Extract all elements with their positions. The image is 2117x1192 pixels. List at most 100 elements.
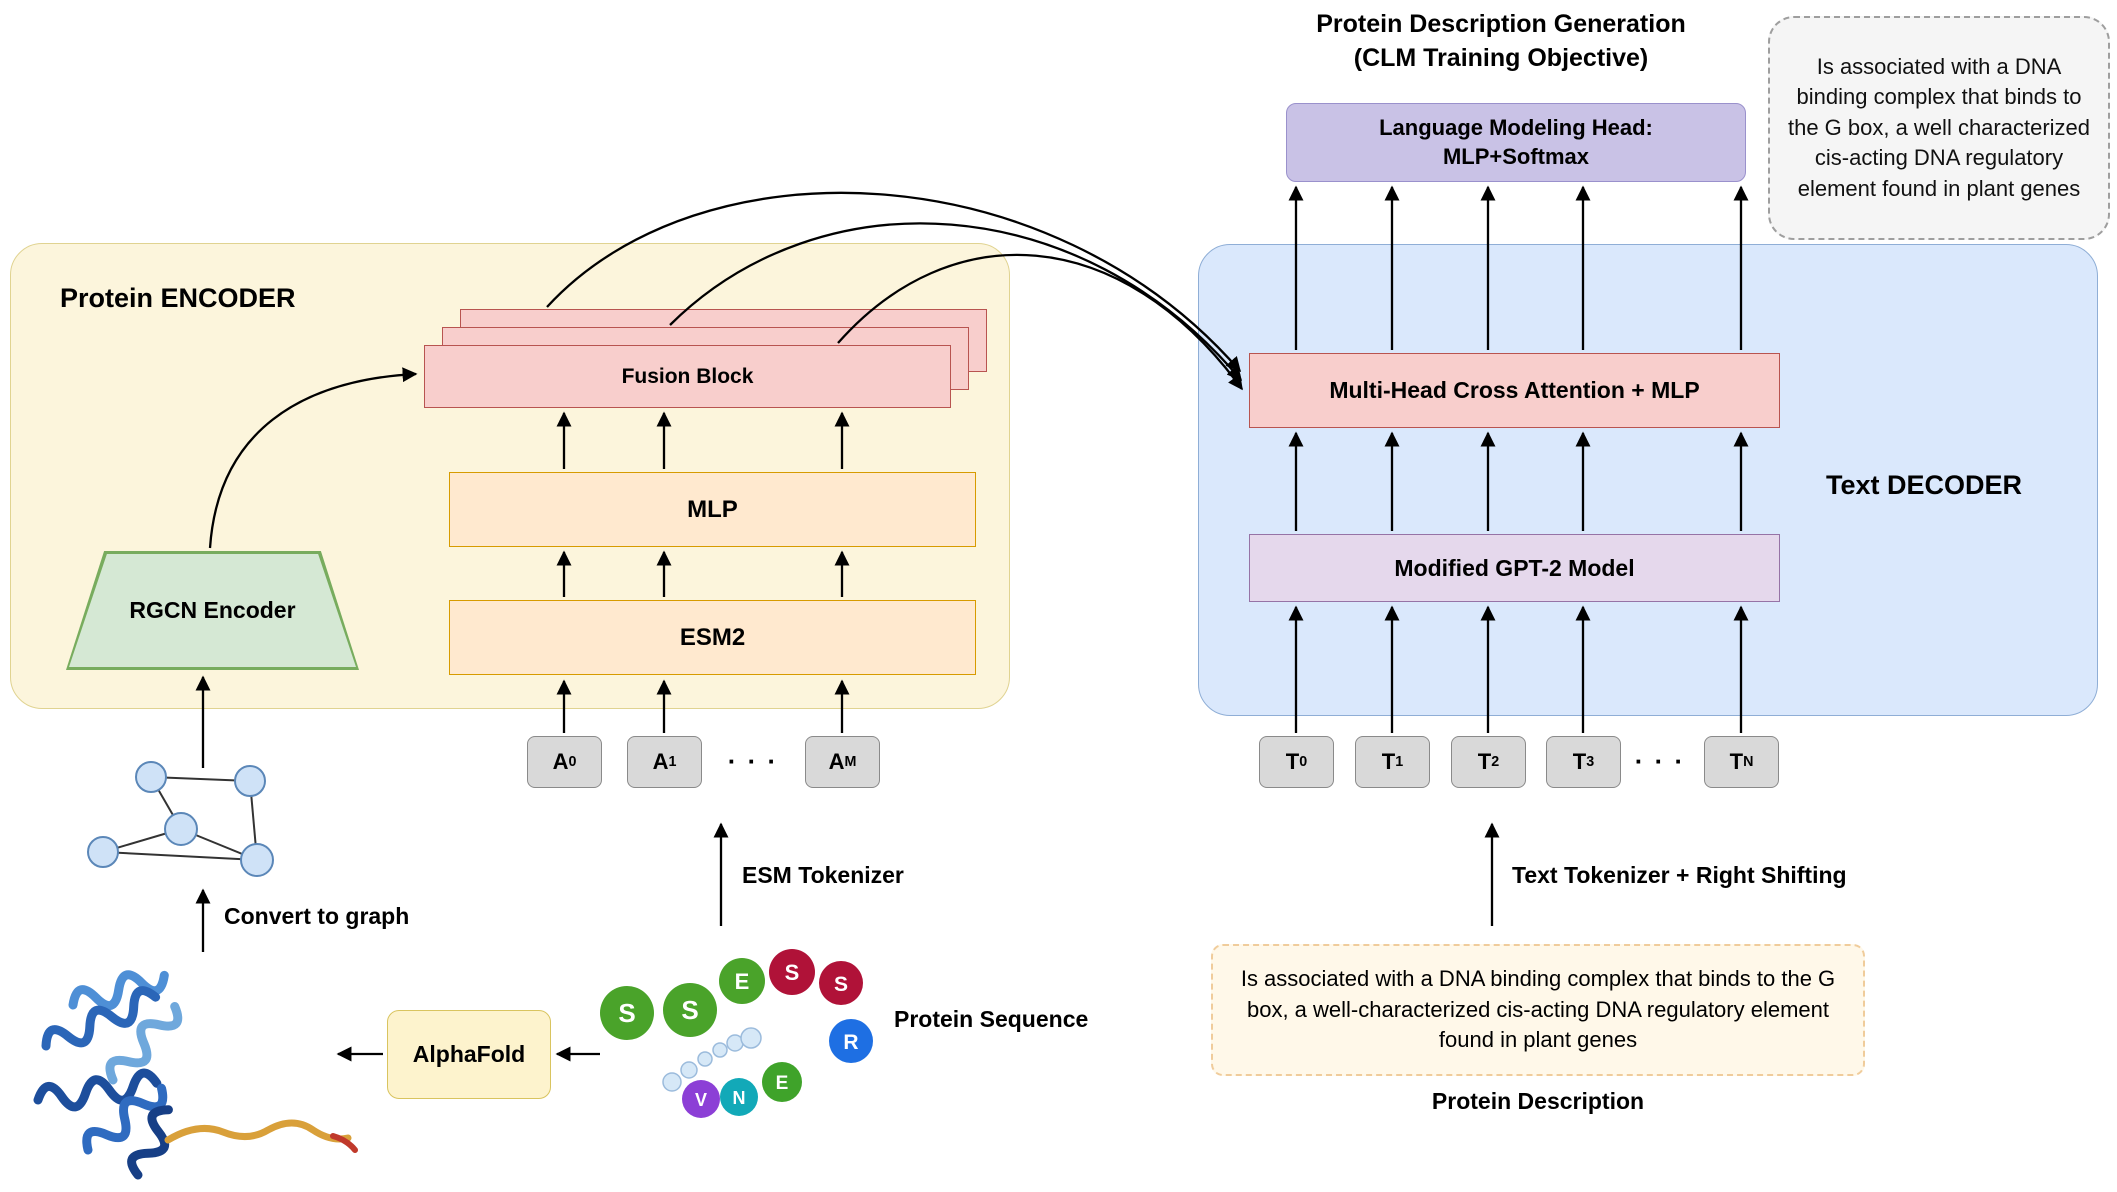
- graph-edge: [180, 828, 258, 861]
- helix: [127, 1105, 173, 1180]
- protein-structure-image: [33, 970, 358, 1180]
- helix: [105, 1001, 183, 1085]
- encoder-token-ellipsis: · · ·: [727, 746, 779, 776]
- residue-letter: E: [776, 1073, 789, 1094]
- protein-encoder-label: Protein ENCODER: [60, 283, 296, 313]
- graph-node: [135, 761, 167, 793]
- residue-letter: S: [834, 973, 848, 996]
- residue-circle: [719, 958, 765, 1004]
- token-t0-base: T: [1285, 749, 1300, 774]
- helix: [68, 970, 169, 1010]
- residue-circle: [769, 949, 815, 995]
- token-t2-sub: 2: [1491, 754, 1500, 770]
- token-t1-base: T: [1381, 749, 1396, 774]
- helix: [33, 1068, 162, 1112]
- mlp-label: MLP: [687, 495, 738, 523]
- residue-letter: E: [735, 969, 750, 994]
- graph-node: [234, 765, 266, 797]
- sequence-linker-beads: [662, 1027, 762, 1092]
- gpt2-block: Modified GPT-2 Model: [1249, 534, 1780, 602]
- cross-attention-block: Multi-Head Cross Attention + MLP: [1249, 353, 1780, 428]
- convert-to-graph-label: Convert to graph: [224, 903, 410, 929]
- rgcn-encoder-block: RGCN Encoder: [66, 551, 359, 670]
- residue-letter: S: [785, 960, 800, 985]
- linker-bead: [662, 1072, 682, 1092]
- text-decoder-label: Text DECODER: [1826, 470, 2023, 500]
- token-t3-base: T: [1572, 749, 1587, 774]
- residue-letter: R: [843, 1031, 858, 1054]
- gpt2-label: Modified GPT-2 Model: [1394, 554, 1635, 581]
- protein-description-label: Protein Description: [1431, 1088, 1645, 1114]
- protein-sequence-beads: S S E S S R E N V: [600, 949, 873, 1118]
- linker-bead: [712, 1042, 728, 1058]
- lm-head-line2: MLP+Softmax: [1442, 143, 1590, 169]
- residue-circle: [663, 983, 717, 1037]
- graph-node: [164, 812, 198, 846]
- lm-head-line1: Language Modeling Head:: [1379, 114, 1653, 140]
- residue-letter: S: [618, 998, 635, 1028]
- helix: [41, 986, 161, 1051]
- token-t1-sub: 1: [1395, 754, 1404, 770]
- residue-letter: V: [695, 1090, 707, 1110]
- linker-bead: [680, 1061, 698, 1079]
- graph-node: [240, 843, 274, 877]
- residue-circle: [762, 1062, 802, 1102]
- residue-letter: N: [733, 1088, 746, 1108]
- protein-graph: [87, 761, 274, 877]
- protein-description-text: Is associated with a DNA binding complex…: [1240, 965, 1836, 1053]
- diagram-title: Protein Description Generation (CLM Trai…: [1301, 8, 1701, 76]
- linker-bead: [697, 1051, 713, 1067]
- token-a0-base: A: [552, 749, 569, 774]
- esm2-block: ESM2: [449, 600, 976, 675]
- token-a0-sub: 0: [568, 754, 577, 770]
- text-decoder-container: [1198, 244, 2098, 716]
- residue-circle: [600, 986, 654, 1040]
- generated-description-bubble: Is associated with a DNA binding complex…: [1768, 16, 2110, 240]
- residue-letter: S: [681, 995, 698, 1025]
- linker-bead: [740, 1027, 762, 1049]
- linker-bead: [726, 1034, 744, 1052]
- cross-attention-label: Multi-Head Cross Attention + MLP: [1329, 377, 1700, 403]
- graph-edge: [150, 776, 251, 782]
- alphafold-block: AlphaFold: [387, 1010, 551, 1099]
- loop-tail: [164, 1119, 352, 1144]
- token-tn-sub: N: [1743, 754, 1754, 770]
- graph-edges: [102, 776, 258, 861]
- residue-circle: [829, 1019, 873, 1063]
- helix: [82, 1083, 168, 1155]
- graph-edge: [102, 828, 182, 853]
- graph-edge: [102, 851, 258, 861]
- token-t3-sub: 3: [1586, 754, 1595, 770]
- loop-tail-tip: [330, 1133, 358, 1153]
- fusion-block: Fusion Block: [424, 345, 951, 408]
- protein-sequence-label: Protein Sequence: [894, 1006, 1089, 1032]
- token-a1-sub: 1: [668, 754, 677, 770]
- fusion-block-label: Fusion Block: [621, 364, 754, 388]
- esm2-label: ESM2: [679, 623, 746, 651]
- graph-edge: [150, 776, 182, 830]
- residue-circle: [682, 1080, 720, 1118]
- residue-circle: [720, 1078, 758, 1116]
- rgcn-encoder-label: RGCN Encoder: [129, 597, 296, 623]
- title-line1: Protein Description Generation: [1316, 10, 1686, 38]
- generated-description-text: Is associated with a DNA binding complex…: [1787, 54, 2091, 201]
- language-modeling-head-block: Language Modeling Head: MLP+Softmax: [1286, 103, 1746, 182]
- token-am-sub: M: [844, 754, 857, 770]
- residue-circle: [819, 961, 863, 1005]
- token-tn-base: T: [1729, 749, 1744, 774]
- graph-edge: [249, 780, 258, 861]
- graph-node: [87, 836, 119, 868]
- protein-description-box: Is associated with a DNA binding complex…: [1211, 944, 1865, 1076]
- title-line2: (CLM Training Objective): [1353, 43, 1649, 72]
- mlp-block: MLP: [449, 472, 976, 547]
- esm-tokenizer-label: ESM Tokenizer: [742, 862, 904, 888]
